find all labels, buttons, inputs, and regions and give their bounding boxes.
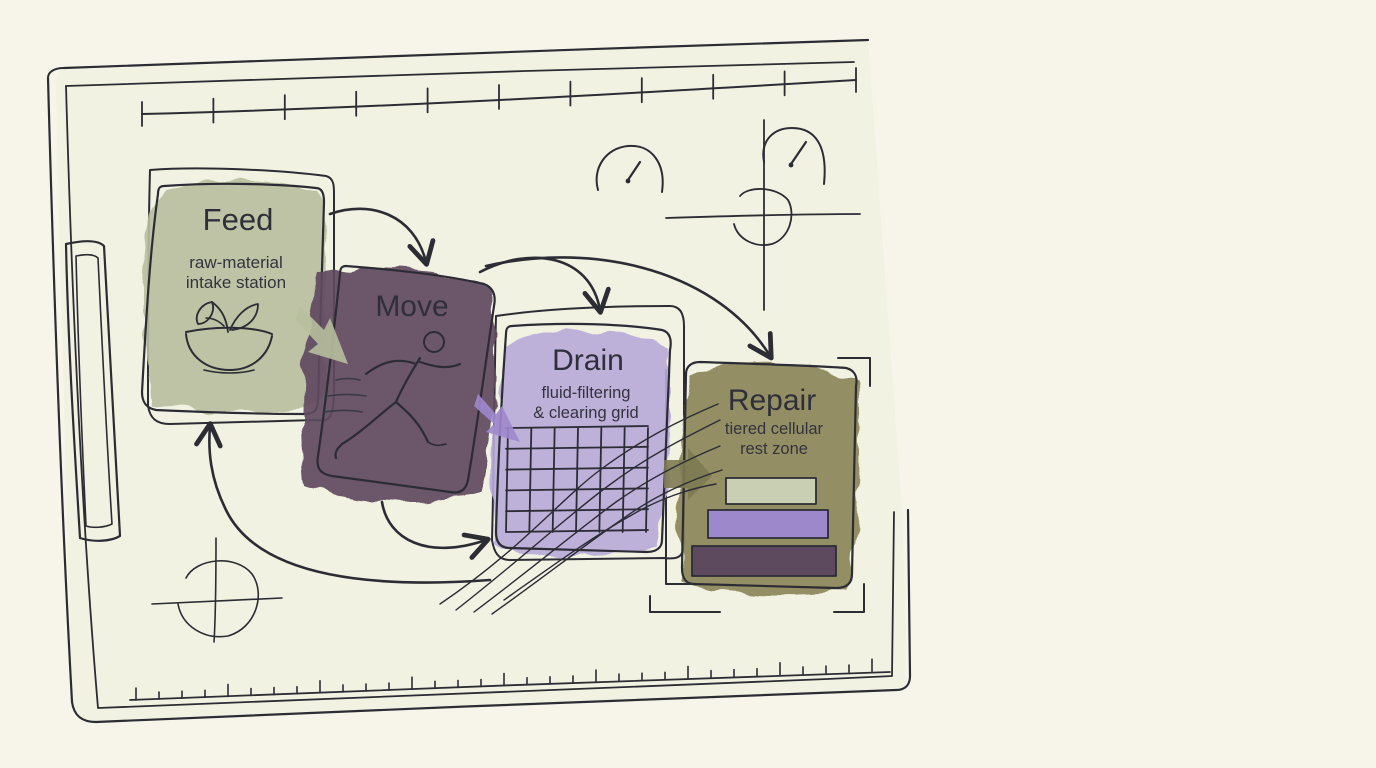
move-title: Move: [375, 290, 448, 323]
repair-subtitle-line-2: rest zone: [740, 440, 808, 458]
drain-title: Drain: [552, 344, 624, 377]
move-card: Move: [302, 264, 496, 504]
drain-subtitle-line-1: fluid-filtering: [542, 384, 631, 402]
feed-card: Feed raw-material intake station: [140, 181, 327, 416]
gauge-icon: [762, 127, 826, 185]
repair-title: Repair: [728, 384, 816, 417]
drain-card: Drain fluid-filtering & clearing grid: [491, 322, 672, 557]
arrow-return-to-feed: [194, 421, 492, 584]
repair-subtitle-line-1: tiered cellular: [725, 420, 824, 438]
block-arrow-feed-to-move: [296, 306, 348, 364]
feed-subtitle-line-2: intake station: [186, 273, 286, 292]
grid-line: [505, 427, 509, 533]
block-arrow-move-to-drain: [474, 394, 520, 442]
grid-line: [528, 427, 533, 533]
grid-line: [551, 427, 556, 533]
top-ruler: [141, 67, 857, 127]
repair-card: Repair tiered cellular rest zone: [679, 360, 859, 595]
arrow-move-to-repair: [484, 256, 774, 361]
grid-line: [505, 445, 649, 450]
grid-line: [505, 529, 649, 533]
running-figure-icon: [323, 331, 462, 460]
feed-title: Feed: [203, 202, 274, 237]
bowl-with-leaves-icon: [185, 301, 273, 374]
crosshair-icon: [665, 119, 861, 311]
grid-line: [505, 425, 649, 429]
arrow-move-to-drain-lower: [380, 500, 491, 560]
tier-middle: [707, 509, 829, 539]
clip-handle: [64, 240, 122, 542]
bottom-ruler: [129, 658, 891, 701]
gauge-icon: [595, 144, 664, 193]
tier-bottom: [691, 545, 837, 577]
grid-line: [621, 427, 626, 533]
tier-top: [725, 477, 817, 505]
grid-line: [645, 427, 649, 533]
arrow-feed-to-move: [328, 207, 436, 267]
flow-arrows: [194, 207, 774, 584]
grid-line: [575, 427, 579, 533]
drain-subtitle-line-2: & clearing grid: [533, 404, 638, 422]
grid-line: [505, 466, 649, 471]
crosshair-icon: [151, 537, 283, 643]
feed-subtitle-line-1: raw-material: [189, 253, 283, 272]
stream-lines: [439, 403, 723, 615]
stacked-tiers-icon: [691, 477, 837, 577]
